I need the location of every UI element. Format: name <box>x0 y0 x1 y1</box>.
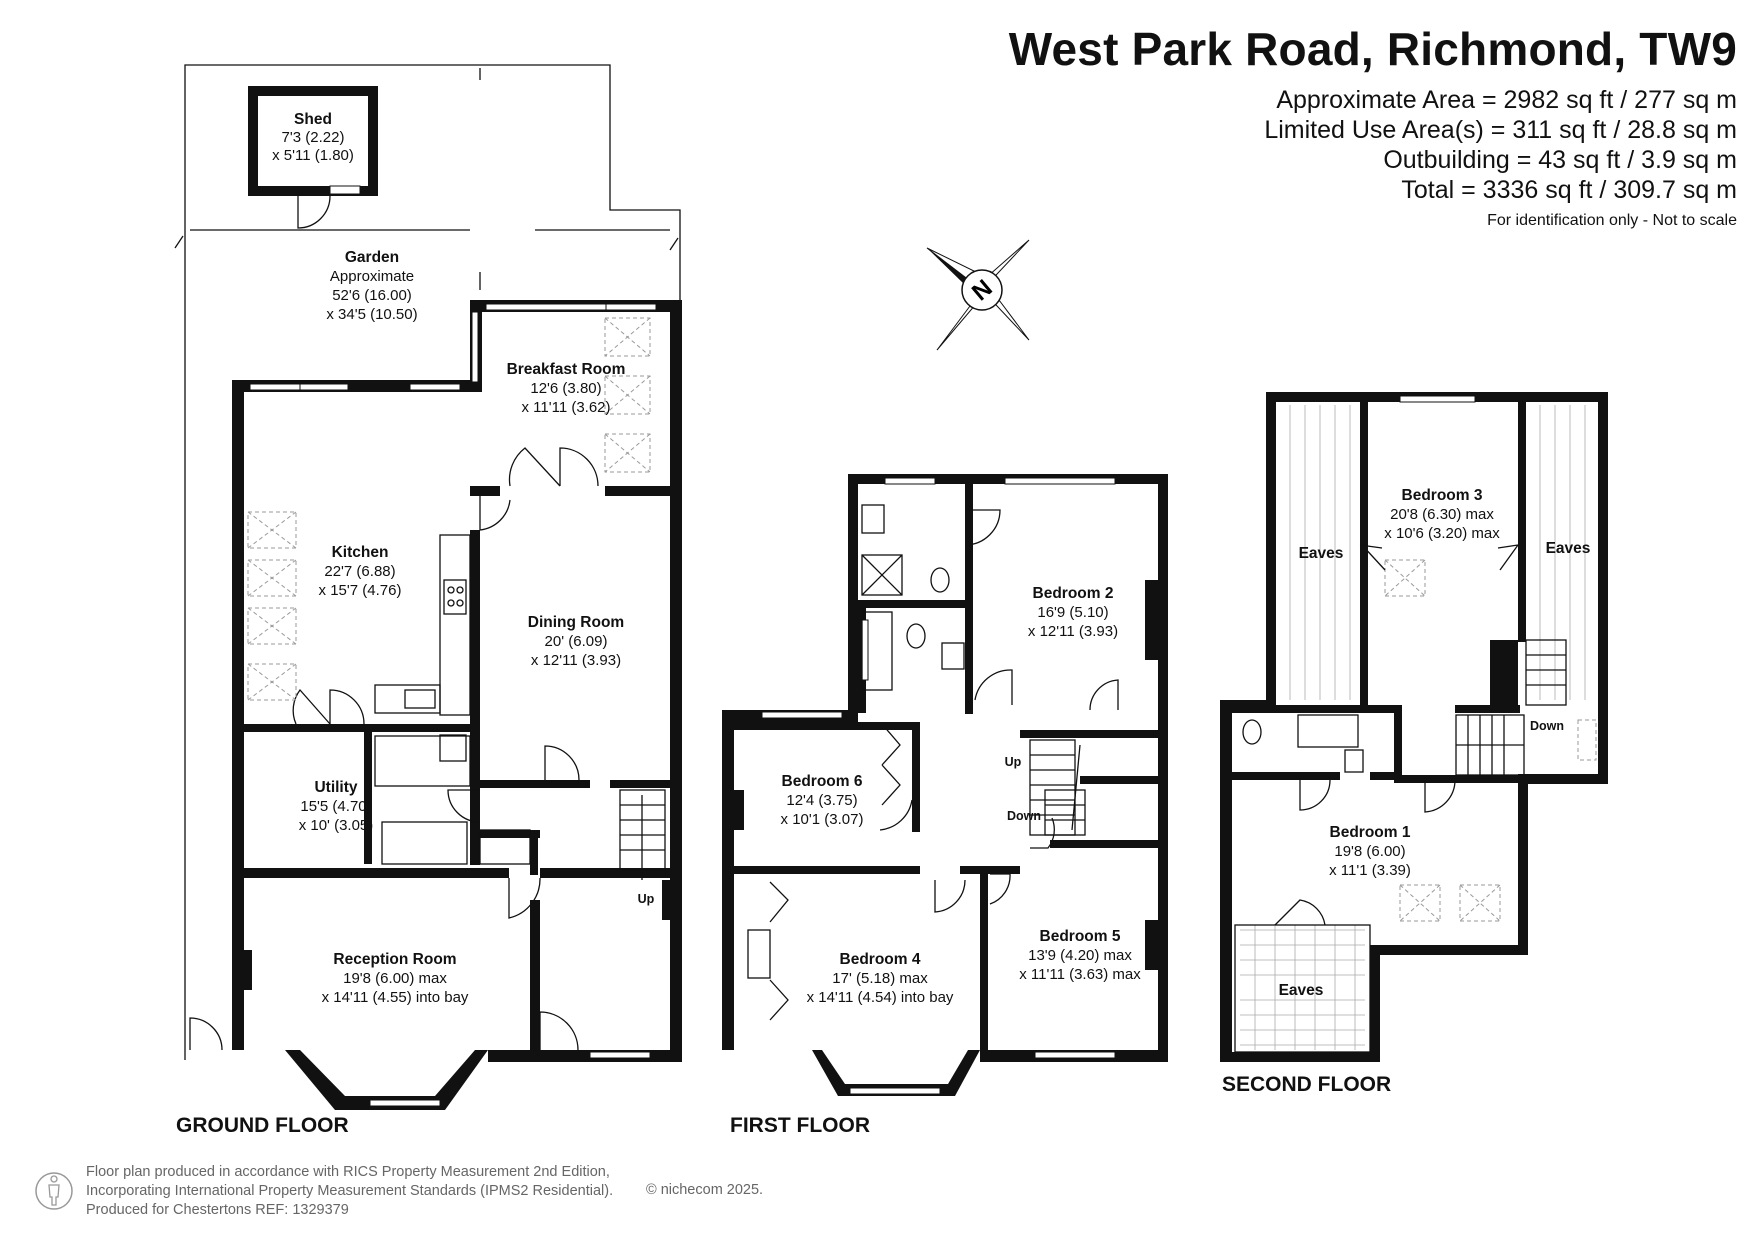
footer-notes: Floor plan produced in accordance with R… <box>86 1163 613 1220</box>
copyright-text: © nichecom 2025. <box>646 1182 764 1198</box>
room-shed-name: Shed <box>294 111 332 128</box>
room-breakfast-dim1: 12'6 (3.80) <box>530 380 601 397</box>
room-bedroom3-name: Bedroom 3 <box>1402 487 1483 504</box>
limited-use-area: Limited Use Area(s) = 311 sq ft / 28.8 s… <box>1264 116 1737 144</box>
room-bedroom1-dim2: x 11'1 (3.39) <box>1329 862 1411 879</box>
first-floor-stairs <box>1029 739 1086 836</box>
footer-line-2: Incorporating International Property Mea… <box>86 1183 614 1199</box>
room-labels: Shed 7'3 (2.22) x 5'11 (1.80) Garden App… <box>272 111 1590 1006</box>
ground-floor-plan <box>174 64 682 1110</box>
room-utility-dim2: x 10' (3.05) <box>299 817 374 834</box>
room-bedroom3-dim2: x 10'6 (3.20) max <box>1384 525 1500 542</box>
room-bedroom4-name: Bedroom 4 <box>840 951 921 968</box>
room-kitchen-dim1: 22'7 (6.88) <box>324 563 395 580</box>
person-scale-icon <box>35 1172 73 1210</box>
room-garden-dim0: Approximate <box>330 268 414 285</box>
room-kitchen-name: Kitchen <box>332 544 389 561</box>
room-dining-dim2: x 12'11 (3.93) <box>531 652 621 669</box>
stairs-up-ground: Up <box>638 892 655 906</box>
room-reception-name: Reception Room <box>333 951 456 968</box>
room-utility-name: Utility <box>314 779 357 796</box>
room-reception-dim2: x 14'11 (4.55) into bay <box>322 989 469 1006</box>
room-bedroom5-name: Bedroom 5 <box>1040 928 1121 945</box>
ground-floor-label: GROUND FLOOR <box>176 1114 349 1137</box>
room-bedroom2-dim2: x 12'11 (3.93) <box>1028 623 1118 640</box>
second-floor-stairs <box>1455 639 1567 776</box>
eaves-label-bottom: Eaves <box>1279 982 1324 999</box>
room-bedroom1-dim1: 19'8 (6.00) <box>1334 843 1405 860</box>
room-garden-name: Garden <box>345 249 399 266</box>
total-area: Total = 3336 sq ft / 309.7 sq m <box>1401 176 1737 204</box>
room-dining-name: Dining Room <box>528 614 624 631</box>
room-shed-dim1: 7'3 (2.22) <box>282 129 345 146</box>
room-bedroom4-dim1: 17' (5.18) max <box>832 970 928 987</box>
disclaimer-text: For identification only - Not to scale <box>1487 212 1737 229</box>
first-floor-plan <box>722 474 1168 1096</box>
room-utility-dim1: 15'5 (4.70) <box>300 798 371 815</box>
property-title: West Park Road, Richmond, TW9 <box>1008 23 1737 75</box>
room-kitchen-dim2: x 15'7 (4.76) <box>319 582 402 599</box>
stairs-down-second: Down <box>1530 719 1564 733</box>
ground-floor-walls <box>232 300 682 1110</box>
eaves-label-right: Eaves <box>1546 540 1591 557</box>
eaves-hatching <box>1240 405 1586 1050</box>
room-shed-dim2: x 5'11 (1.80) <box>272 147 354 164</box>
room-bedroom4-dim2: x 14'11 (4.54) into bay <box>807 989 954 1006</box>
second-floor-label: SECOND FLOOR <box>1222 1073 1392 1096</box>
first-floor-label: FIRST FLOOR <box>730 1114 870 1137</box>
garden-boundary <box>184 64 681 1060</box>
room-garden-dim1: 52'6 (16.00) <box>332 287 412 304</box>
second-floor-plan <box>1220 392 1608 1062</box>
room-bedroom3-dim1: 20'8 (6.30) max <box>1390 506 1494 523</box>
room-bedroom2-name: Bedroom 2 <box>1033 585 1114 602</box>
room-dining-dim1: 20' (6.09) <box>545 633 608 650</box>
room-bedroom1-name: Bedroom 1 <box>1330 824 1411 841</box>
room-garden-dim2: x 34'5 (10.50) <box>326 306 417 323</box>
room-bedroom6-name: Bedroom 6 <box>782 773 863 790</box>
room-bedroom5-dim1: 13'9 (4.20) max <box>1028 947 1132 964</box>
room-bedroom2-dim1: 16'9 (5.10) <box>1037 604 1108 621</box>
approximate-area: Approximate Area = 2982 sq ft / 277 sq m <box>1276 86 1737 114</box>
room-breakfast-name: Breakfast Room <box>507 361 626 378</box>
room-reception-dim1: 19'8 (6.00) max <box>343 970 447 987</box>
eaves-label-left: Eaves <box>1299 545 1344 562</box>
outbuilding-area: Outbuilding = 43 sq ft / 3.9 sq m <box>1383 146 1737 174</box>
room-bedroom5-dim2: x 11'11 (3.63) max <box>1019 966 1141 983</box>
north-compass: N <box>926 239 1030 351</box>
footer-line-1: Floor plan produced in accordance with R… <box>86 1164 610 1180</box>
room-bedroom6-dim1: 12'4 (3.75) <box>786 792 857 809</box>
stairs-up-first: Up <box>1005 755 1022 769</box>
room-bedroom6-dim2: x 10'1 (3.07) <box>781 811 864 828</box>
room-breakfast-dim2: x 11'11 (3.62) <box>521 399 610 416</box>
footer-line-3: Produced for Chestertons REF: 1329379 <box>86 1202 349 1218</box>
ground-stairs <box>619 789 666 880</box>
stairs-down-first: Down <box>1007 809 1041 823</box>
